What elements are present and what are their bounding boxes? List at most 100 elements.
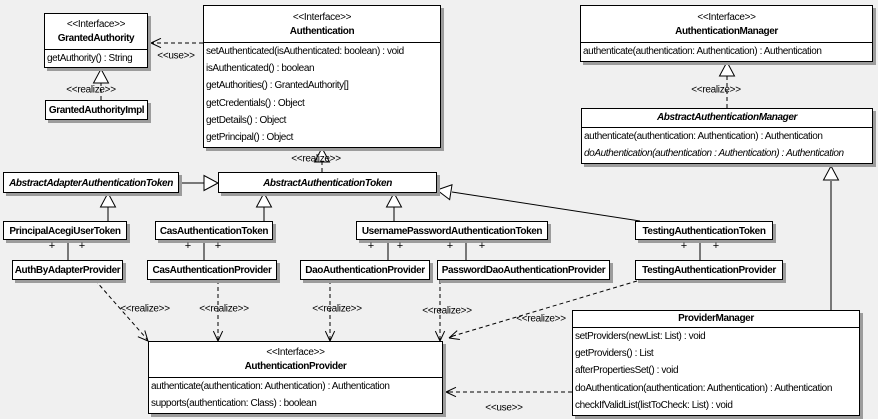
generalization-arrowhead-icon	[435, 184, 453, 201]
association-plus-mark: +	[214, 240, 222, 252]
edge-gen-username-password-token	[385, 191, 403, 221]
association-plus-mark: +	[184, 240, 192, 252]
class-name: ProviderManager	[678, 313, 754, 324]
association-plus-mark: +	[78, 240, 86, 252]
class-title-testing-authentication-token: TestingAuthenticationToken	[636, 222, 772, 241]
edge-gen-cas-authentication-token	[255, 191, 273, 221]
edge-stereotype-label: <<realize>>	[66, 84, 116, 96]
class-title-authentication-manager: <<Interface>>AuthenticationManager	[581, 6, 872, 43]
class-method: authenticate(authentication: Authenticat…	[151, 381, 390, 392]
class-methods: setAuthenticated(isAuthenticated: boolea…	[204, 43, 440, 146]
class-method: getAuthority() : String	[47, 52, 133, 64]
class-title-granted-authority: <<Interface>> GrantedAuthority	[45, 14, 147, 50]
class-title-abstract-authentication-token: AbstractAuthenticationToken	[219, 173, 436, 194]
class-title-principal-acegi-user-token: PrincipalAcegiUserToken	[4, 222, 126, 241]
class-method: authenticate(authentication: Authenticat…	[584, 131, 823, 142]
class-title-testing-authentication-provider: TestingAuthenticationProvider	[636, 261, 782, 281]
class-box-username-password-authentication-token[interactable]: UsernamePasswordAuthenticationToken	[356, 221, 548, 240]
class-title-auth-by-adapter-provider: AuthByAdapterProvider	[13, 261, 122, 281]
class-name: Authentication	[289, 25, 355, 37]
class-method: getPrincipal() : Object	[206, 131, 293, 143]
edge-stereotype-label: <<realize>>	[516, 313, 566, 325]
class-title-abstract-authentication-manager: AbstractAuthenticationManager	[582, 109, 872, 128]
class-method: getProviders() : List	[575, 348, 654, 360]
edge-stereotype-label: <<realize>>	[199, 303, 249, 315]
class-stereotype: <<Interface>>	[266, 347, 325, 358]
class-box-dao-authentication-provider[interactable]: DaoAuthenticationProvider	[300, 260, 430, 280]
class-name: AuthenticationProvider	[244, 361, 347, 372]
edge-gen-principal-acegi-user-token	[99, 191, 117, 221]
class-box-authentication[interactable]: <<Interface>> Authentication setAuthentica…	[203, 5, 441, 148]
generalization-arrowhead-icon	[99, 191, 117, 208]
class-name: PasswordDaoAuthenticationProvider	[441, 265, 606, 276]
association-plus-mark: +	[712, 240, 720, 252]
class-name: AbstractAdapterAuthenticationToken	[9, 177, 173, 189]
class-title-cas-authentication-token: CasAuthenticationToken	[156, 222, 272, 241]
edge-stereotype-label: <<realize>>	[120, 303, 170, 315]
class-box-abstract-authentication-token[interactable]: AbstractAuthenticationToken	[218, 172, 437, 193]
edge-stereotype-label: <<realize>>	[691, 84, 741, 96]
class-box-principal-acegi-user-token[interactable]: PrincipalAcegiUserToken	[3, 221, 127, 240]
class-box-testing-authentication-provider[interactable]: TestingAuthenticationProvider	[635, 260, 783, 280]
generalization-arrowhead-icon	[385, 191, 403, 208]
class-methods: authenticate(authentication: Authenticat…	[581, 43, 872, 60]
generalization-arrowhead-icon	[718, 60, 736, 77]
generalization-arrowhead-icon	[822, 164, 840, 181]
class-title-authentication-provider: <<Interface>> AuthenticationProvider	[149, 342, 442, 378]
class-method: supports(authentication: Class) : boolea…	[151, 398, 317, 409]
class-stereotype: <<Interface>>	[292, 11, 352, 23]
class-box-abstract-authentication-manager[interactable]: AbstractAuthenticationManager authenticat…	[581, 108, 873, 164]
class-method: afterPropertiesSet() : void	[575, 365, 679, 377]
class-name: AbstractAuthenticationManager	[656, 112, 798, 123]
class-box-authentication-manager[interactable]: <<Interface>>AuthenticationManager authen…	[580, 5, 873, 62]
class-name: AbstractAuthenticationToken	[263, 177, 392, 189]
association-plus-mark: +	[48, 240, 56, 252]
class-name: PrincipalAcegiUserToken	[9, 225, 121, 237]
class-box-abstract-adapter-authentication-token[interactable]: AbstractAdapterAuthenticationToken	[3, 172, 179, 193]
class-method: checkIfValidList(listToCheck: List) : vo…	[575, 399, 733, 411]
class-name: UsernamePasswordAuthenticationToken	[361, 225, 543, 237]
class-method: authenticate(authentication: Authenticat…	[583, 46, 822, 57]
class-name: AuthenticationManager	[675, 25, 778, 37]
class-name: DaoAuthenticationProvider	[305, 265, 425, 276]
edge-stereotype-label: <<realize>>	[291, 153, 341, 165]
class-stereotype: <<Interface>>	[66, 19, 126, 30]
generalization-arrowhead-icon	[255, 191, 273, 208]
class-method: doAuthentication(authentication: Authent…	[575, 382, 832, 394]
class-methods: authenticate(authentication: Authenticat…	[149, 378, 442, 412]
class-name: CasAuthenticationProvider	[152, 265, 272, 276]
class-box-cas-authentication-provider[interactable]: CasAuthenticationProvider	[147, 260, 277, 280]
class-method: doAuthentication(authentication : Authen…	[584, 148, 844, 159]
edge-use-provider-manager-to-authentication-provider	[445, 386, 572, 398]
class-title-provider-manager: ProviderManager	[573, 311, 859, 328]
class-title-granted-authority-impl: GrantedAuthorityImpl	[46, 101, 147, 121]
generalization-arrowhead-icon	[92, 67, 110, 84]
class-name: TestingAuthenticationToken	[642, 225, 766, 237]
class-title-abstract-adapter-authentication-token: AbstractAdapterAuthenticationToken	[4, 173, 178, 194]
class-name: GrantedAuthority	[57, 33, 135, 44]
class-method: getDetails() : Object	[206, 114, 286, 126]
edge-gen-provider-manager	[822, 164, 840, 310]
class-name: GrantedAuthorityImpl	[48, 105, 145, 116]
class-box-granted-authority-impl[interactable]: GrantedAuthorityImpl	[45, 100, 148, 120]
class-box-password-dao-authentication-provider[interactable]: PasswordDaoAuthenticationProvider	[437, 260, 610, 280]
class-title-authentication: <<Interface>> Authentication	[204, 6, 440, 43]
edge-stereotype-label: <<realize>>	[312, 303, 362, 315]
class-box-cas-authentication-token[interactable]: CasAuthenticationToken	[155, 221, 273, 240]
class-method: setAuthenticated(isAuthenticated: boolea…	[206, 46, 404, 58]
class-title-dao-authentication-provider: DaoAuthenticationProvider	[301, 261, 429, 281]
class-title-username-password-authentication-token: UsernamePasswordAuthenticationToken	[357, 222, 547, 241]
class-box-authentication-provider[interactable]: <<Interface>> AuthenticationProvider authe…	[148, 341, 443, 414]
class-box-auth-by-adapter-provider[interactable]: AuthByAdapterProvider	[12, 260, 123, 280]
class-method: isAuthenticated() : boolean	[206, 63, 315, 75]
class-box-granted-authority[interactable]: <<Interface>> GrantedAuthority getAuthorit…	[44, 13, 148, 68]
association-plus-mark: +	[478, 240, 486, 252]
edge-use-authentication-to-granted-authority	[150, 37, 203, 49]
class-box-testing-authentication-token[interactable]: TestingAuthenticationToken	[635, 221, 773, 240]
edge-gen-abstract-adapter-token	[179, 174, 220, 192]
class-methods: getAuthority() : String	[45, 50, 147, 66]
class-title-password-dao-authentication-provider: PasswordDaoAuthenticationProvider	[438, 261, 609, 281]
edge-stereotype-label: <<realize>>	[422, 305, 472, 317]
